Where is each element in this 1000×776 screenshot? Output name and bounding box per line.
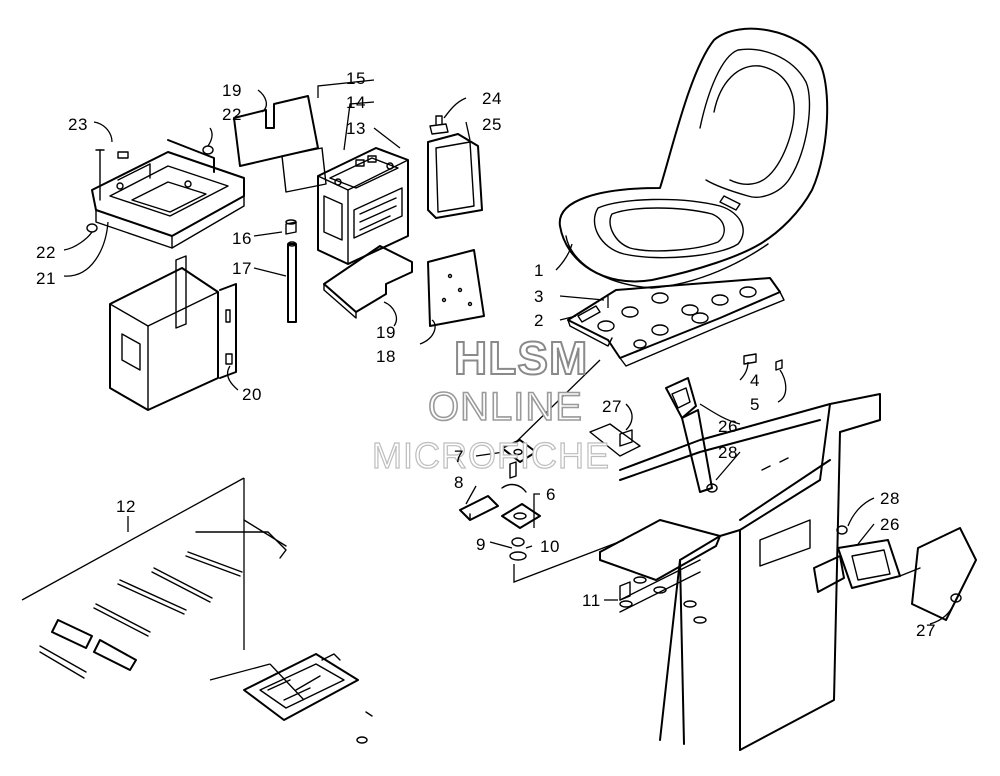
callout-9: 9 (476, 535, 486, 554)
seat-latch (459, 439, 541, 561)
battery (317, 147, 409, 265)
callout-8: 8 (454, 473, 464, 492)
callout-11: 11 (582, 591, 601, 610)
callout-22-top: 22 (222, 105, 242, 124)
battery-pad-bottom (323, 245, 485, 327)
callout-13: 13 (346, 119, 366, 138)
bolt-23 (95, 149, 129, 201)
callout-4: 4 (750, 371, 760, 390)
callout-1: 1 (534, 261, 544, 280)
callout-19-top: 19 (222, 81, 242, 100)
callout-12: 12 (116, 497, 136, 516)
tool-kit (21, 477, 373, 744)
frame (589, 393, 881, 751)
seat (558, 27, 829, 289)
callout-3: 3 (534, 287, 544, 306)
callout-15: 15 (346, 69, 366, 88)
callout-19-bottom: 19 (376, 323, 396, 342)
seat-base-plate (567, 277, 785, 367)
bolt-28-27 (619, 429, 848, 535)
seat-belt-upper (665, 377, 713, 493)
nut-22 (86, 145, 214, 233)
watermark: HLSM ONLINE MICROFICHE (371, 331, 610, 477)
battery-hold-down (109, 255, 237, 411)
watermark-line2: ONLINE (428, 385, 583, 429)
watermark-line1: HLSM (454, 332, 588, 384)
callout-27-left: 27 (602, 397, 622, 416)
callout-2: 2 (534, 311, 544, 330)
callout-26-right: 26 (880, 515, 900, 534)
seat-belt-receiver (813, 527, 977, 621)
callout-20: 20 (242, 385, 262, 404)
battery-cover (427, 115, 483, 219)
callout-26-left: 26 (718, 417, 738, 436)
screw-4 (743, 353, 783, 371)
callout-numbers: 19 22 15 14 13 24 25 23 22 21 16 17 19 1… (36, 69, 936, 640)
callout-23: 23 (68, 115, 88, 134)
callout-24: 24 (482, 89, 502, 108)
callout-28-right: 28 (880, 489, 900, 508)
callout-28-left: 28 (718, 443, 738, 462)
callout-25: 25 (482, 115, 502, 134)
callout-7: 7 (454, 447, 464, 466)
battery-tray (91, 139, 245, 249)
vent-tube-17 (287, 241, 297, 323)
callout-18: 18 (376, 347, 396, 366)
vent-fitting-16 (285, 219, 297, 235)
callout-10: 10 (540, 537, 560, 556)
callout-6: 6 (546, 485, 556, 504)
leader-lines (63, 79, 955, 625)
callout-27-right: 27 (916, 621, 936, 640)
watermark-line3: MICROFICHE (372, 435, 610, 476)
callout-22-bottom: 22 (36, 243, 56, 262)
battery-pad-top (233, 95, 327, 193)
callout-16: 16 (232, 229, 252, 248)
callout-17: 17 (232, 259, 252, 278)
callout-5: 5 (750, 395, 760, 414)
bolt-11 (619, 581, 633, 608)
callout-14: 14 (346, 93, 366, 112)
callout-21: 21 (36, 269, 56, 288)
